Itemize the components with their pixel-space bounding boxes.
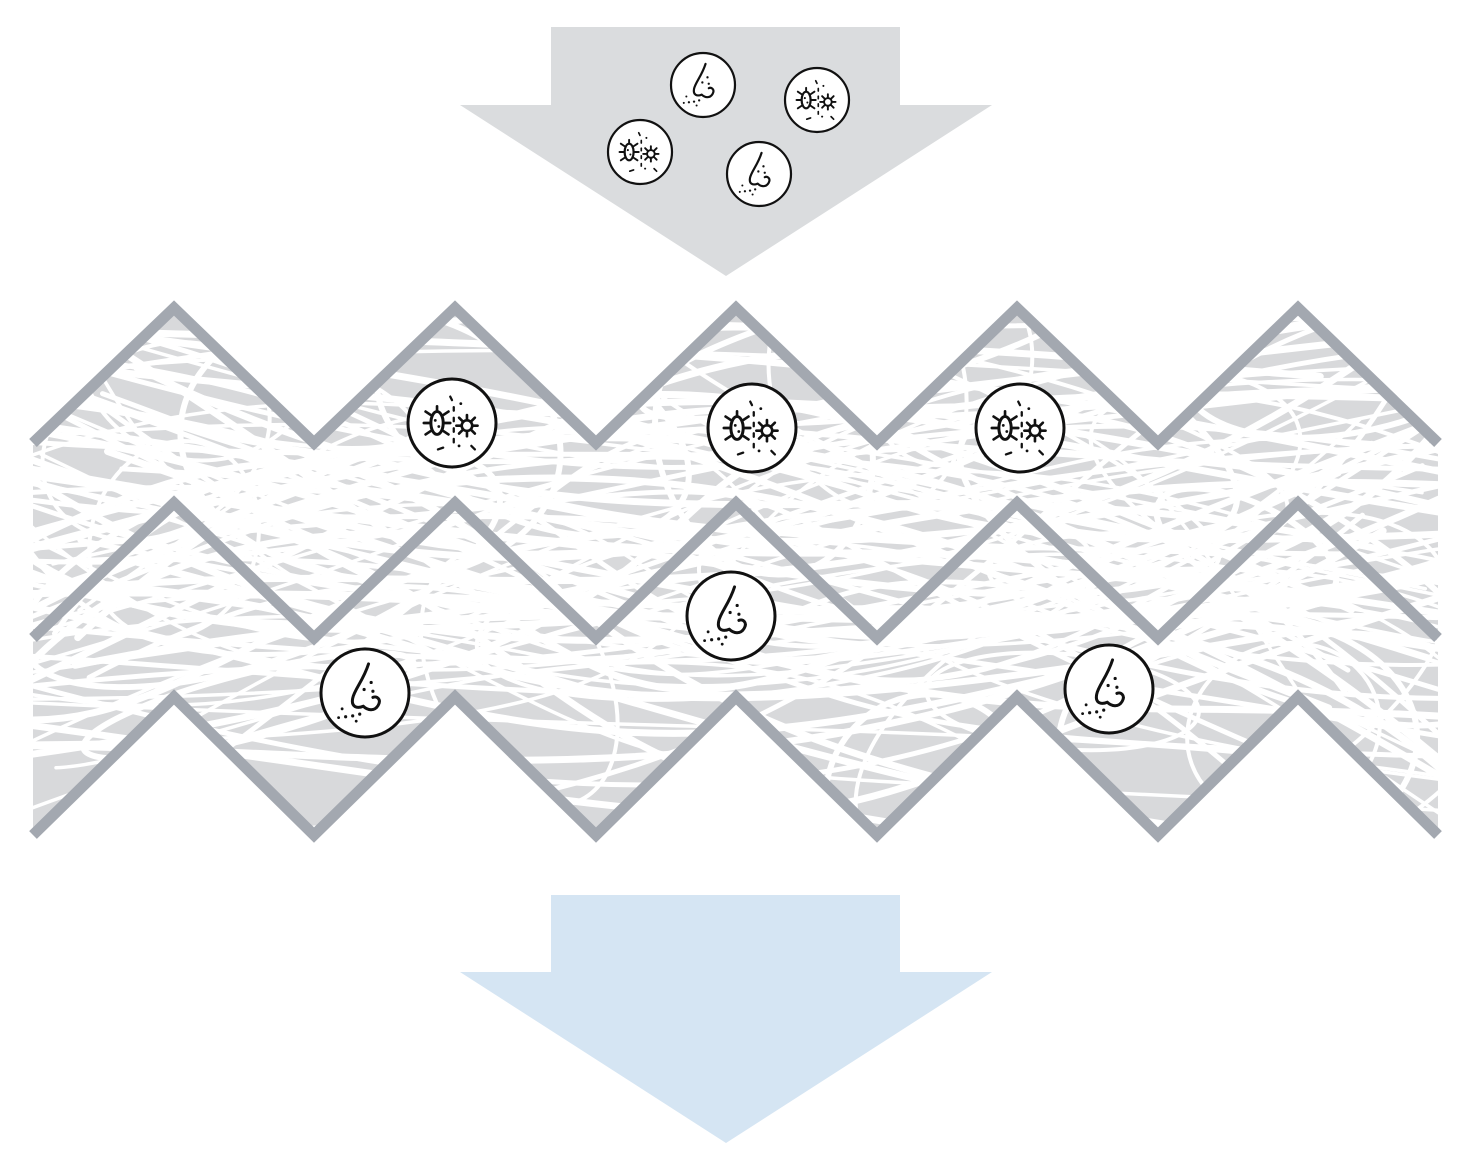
fiber-loop — [474, 506, 1096, 702]
pleat-bottom-edge — [29, 689, 1442, 843]
fiber-loop — [986, 529, 1438, 667]
fiber-strand — [37, 474, 1438, 835]
fiber-strand — [33, 308, 1438, 677]
fiber-strand — [33, 484, 1438, 701]
fiber-loop — [80, 650, 417, 762]
fiber-loop — [925, 630, 1438, 835]
filter-pleats — [29, 300, 1442, 843]
fiber-strand — [33, 392, 1438, 749]
incoming-air-arrow — [460, 27, 992, 276]
odor-nose-icon — [319, 647, 411, 739]
fiber-loop — [87, 438, 262, 640]
filtered-air-arrow — [460, 895, 992, 1143]
incoming-particles — [606, 51, 851, 208]
odor-nose-icon — [1063, 643, 1155, 735]
trapped-particles — [319, 377, 1155, 739]
fiber-strand — [33, 377, 1386, 708]
fiber-loop — [696, 364, 1303, 646]
pleat-middle-edge — [29, 495, 1442, 646]
germs-icon — [974, 382, 1066, 474]
fiber-loop — [1088, 391, 1438, 696]
pleat-top-edge — [29, 300, 1442, 451]
fiber-loop — [33, 446, 504, 691]
germs-icon — [406, 377, 498, 469]
germs-icon — [606, 118, 674, 186]
fiber-strand — [33, 595, 1438, 702]
fiber-strand — [33, 432, 1438, 834]
fiber-strand — [33, 437, 1360, 678]
germs-icon — [783, 66, 851, 134]
odor-nose-icon — [685, 570, 777, 662]
germs-icon — [706, 382, 798, 474]
fiber-strand — [33, 362, 1438, 644]
odor-nose-icon — [669, 51, 737, 119]
odor-nose-icon — [725, 140, 793, 208]
